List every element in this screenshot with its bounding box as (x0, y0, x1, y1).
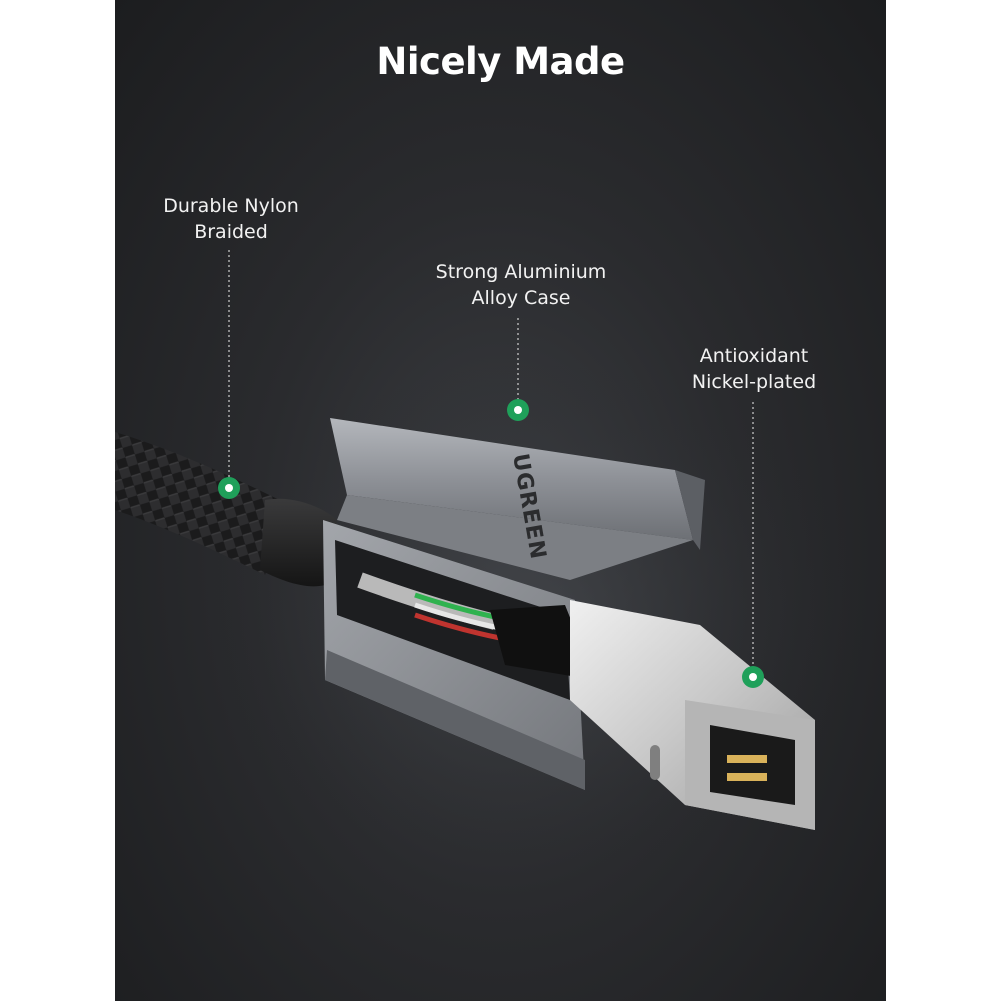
wire-shield (357, 572, 497, 630)
marker-aluminium-icon (507, 399, 529, 421)
insulator-block (490, 605, 595, 680)
plug-pin-top (727, 755, 767, 763)
wire-green (414, 592, 501, 621)
plug-latch (650, 745, 660, 780)
callout-nylon: Durable Nylon Braided (131, 193, 331, 245)
wire-white (414, 602, 501, 631)
plug-port (710, 725, 795, 805)
braided-cable (115, 432, 290, 575)
top-cover-side (337, 495, 693, 580)
callout-nylon-line2: Braided (194, 221, 268, 243)
top-cover-end (675, 470, 705, 550)
housing-edge (325, 650, 585, 790)
marker-nickel-icon (742, 666, 764, 688)
callout-nylon-line1: Durable Nylon (163, 195, 299, 217)
callout-aluminium-line1: Strong Aluminium (435, 261, 607, 283)
plug-pin-bottom (727, 773, 767, 781)
callout-nickel-line2: Nickel-plated (691, 371, 817, 393)
usb-b-connector-illustration: UGREEN (115, 250, 865, 880)
callout-nickel: Antioxidant Nickel-plated (664, 343, 844, 395)
marker-nylon-icon (218, 477, 240, 499)
wire-red (414, 612, 501, 641)
callout-aluminium-line2: Alloy Case (471, 287, 571, 309)
top-cover (330, 418, 693, 540)
headline: Nicely Made (376, 40, 625, 83)
callout-nickel-line1: Antioxidant (699, 345, 809, 367)
cable-boot (260, 498, 337, 587)
callout-aluminium: Strong Aluminium Alloy Case (418, 259, 624, 311)
product-image: UGREEN Nicely Made Durable Nylon Braided… (115, 0, 886, 1001)
